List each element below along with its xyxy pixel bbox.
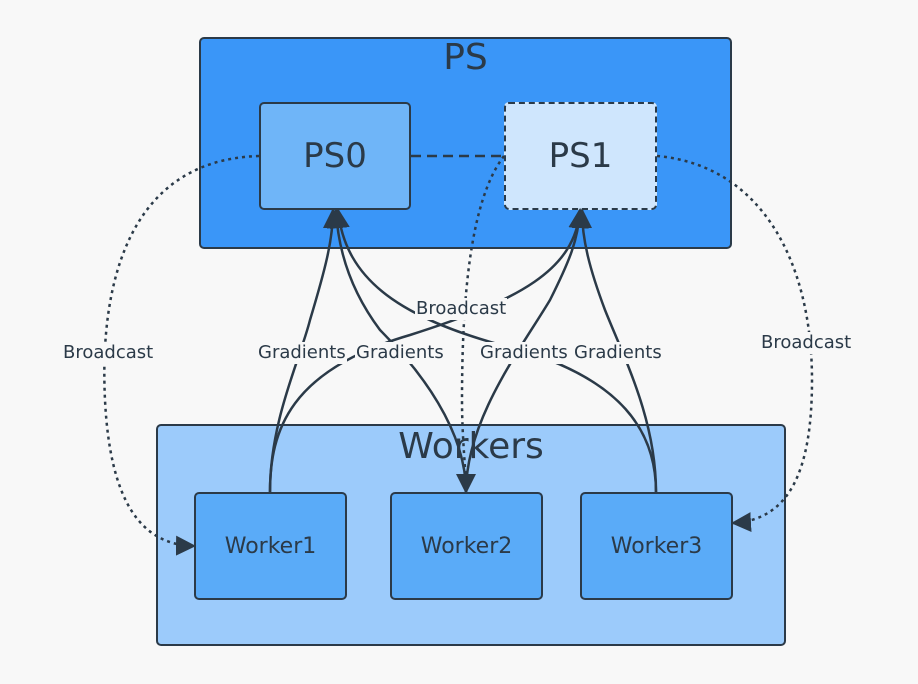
gradients-worker1-ps1-edge xyxy=(268,208,589,493)
ps1-node[interactable]: PS1 xyxy=(504,102,657,210)
gradients-worker1-ps0-edge xyxy=(268,208,343,493)
broadcast-label-left: Broadcast xyxy=(62,342,155,364)
broadcast-label-right: Broadcast xyxy=(760,332,853,354)
gradients-worker3-ps1-edge xyxy=(572,208,658,493)
ps0-label: PS0 xyxy=(303,136,367,176)
gradients-label-4: Gradients xyxy=(573,342,663,364)
ps0-node[interactable]: PS0 xyxy=(259,102,411,210)
worker2-label: Worker2 xyxy=(420,533,513,559)
ps-group-title: PS xyxy=(443,37,488,78)
workers-group-title: Workers xyxy=(398,426,544,467)
worker1-label: Worker1 xyxy=(224,533,317,559)
gradients-worker2-ps1-edge xyxy=(464,208,589,493)
worker3-node[interactable]: Worker3 xyxy=(580,492,733,600)
broadcast-ps0-worker1-edge xyxy=(103,154,260,556)
worker3-label: Worker3 xyxy=(610,533,703,559)
broadcast-label-center: Broadcast xyxy=(415,298,508,320)
broadcast-ps1-worker2-edge xyxy=(455,155,505,494)
worker2-node[interactable]: Worker2 xyxy=(390,492,543,600)
gradients-label-2: Gradients xyxy=(355,342,445,364)
gradients-label-1: Gradients xyxy=(257,342,347,364)
gradients-worker2-ps0-edge xyxy=(326,208,468,493)
ps1-label: PS1 xyxy=(548,136,613,176)
broadcast-ps1-worker3-edge xyxy=(656,154,814,533)
gradients-label-3: Gradients xyxy=(479,342,569,364)
